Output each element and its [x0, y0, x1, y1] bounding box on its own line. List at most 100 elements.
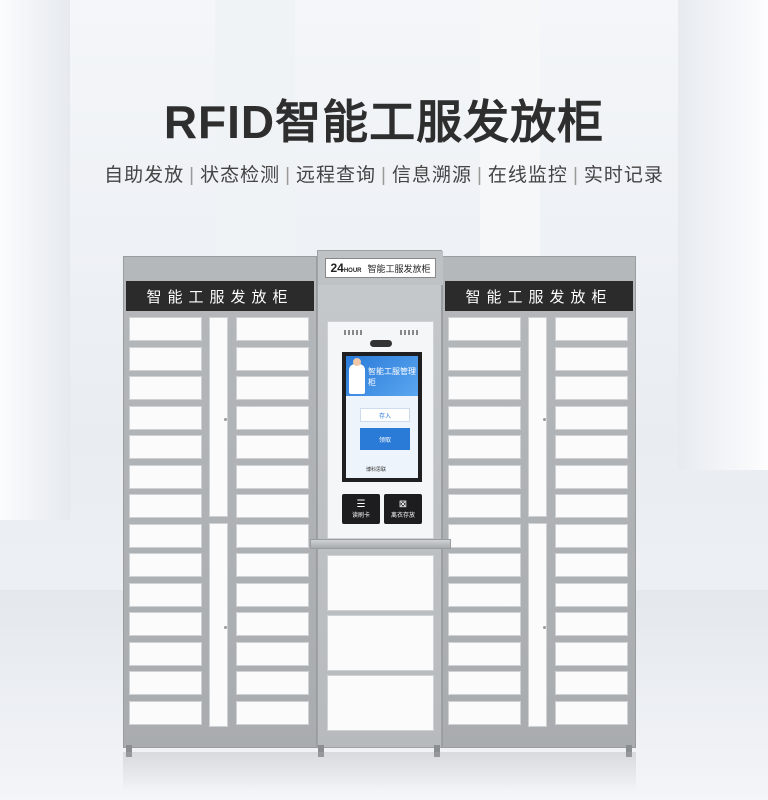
locker-door[interactable] — [236, 612, 309, 636]
locker-door[interactable] — [129, 583, 202, 607]
locker-door[interactable] — [448, 524, 521, 548]
feature-item: 实时记录 — [583, 165, 664, 186]
locker-door[interactable] — [555, 494, 628, 518]
locker-strip-door[interactable] — [528, 523, 547, 727]
locker-door[interactable] — [236, 494, 309, 518]
locker-door[interactable] — [448, 435, 521, 459]
cabinet-center: 24HOUR 智能工服发放柜 智能工服管理柜 存入 领取 博科思联 ☰ 读刷卡 … — [310, 250, 451, 748]
cabinet-header: 智能工服发放柜 — [445, 281, 633, 311]
locker-door[interactable] — [129, 524, 202, 548]
cabinet-foot — [626, 745, 632, 757]
locker-door[interactable] — [448, 642, 521, 666]
cabinet-left: 智能工服发放柜 — [123, 256, 317, 748]
background-column — [480, 0, 540, 300]
control-panel: 智能工服管理柜 存入 领取 博科思联 ☰ 读刷卡 ⊠ 离衣存放 — [327, 321, 434, 539]
locker-door[interactable] — [448, 583, 521, 607]
center-top-sign: 24HOUR 智能工服发放柜 — [318, 251, 443, 285]
locker-door[interactable] — [129, 553, 202, 577]
locker-door[interactable] — [236, 347, 309, 371]
locker-door[interactable] — [236, 465, 309, 489]
locker-door[interactable] — [129, 494, 202, 518]
touch-screen[interactable]: 智能工服管理柜 存入 领取 博科思联 — [342, 352, 422, 482]
collect-button[interactable]: 领取 — [360, 428, 410, 450]
cabinet-foot — [126, 745, 132, 757]
feature-item: 信息溯源 — [391, 165, 472, 186]
locker-door[interactable] — [448, 612, 521, 636]
locker-door[interactable] — [129, 465, 202, 489]
locker-door[interactable] — [555, 701, 628, 725]
locker-door[interactable] — [555, 583, 628, 607]
door-knob — [543, 626, 546, 629]
separator: | — [189, 165, 196, 186]
locker-door[interactable] — [129, 376, 202, 400]
cabinet-header: 智能工服发放柜 — [126, 281, 314, 311]
cabinet-foot — [318, 745, 324, 757]
feature-item: 自助发放 — [104, 165, 185, 186]
floor-reflection — [123, 752, 636, 792]
locker-door[interactable] — [129, 347, 202, 371]
large-locker-door[interactable] — [327, 615, 434, 671]
locker-door[interactable] — [555, 347, 628, 371]
locker-door[interactable] — [448, 494, 521, 518]
locker-door[interactable] — [448, 671, 521, 695]
large-locker-door[interactable] — [327, 675, 434, 731]
locker-door[interactable] — [236, 435, 309, 459]
cabinet-foot — [434, 745, 440, 757]
locker-door[interactable] — [448, 376, 521, 400]
hour-unit: HOUR — [343, 268, 362, 274]
locker-door[interactable] — [236, 701, 309, 725]
feature-item: 远程查询 — [296, 165, 377, 186]
locker-door[interactable] — [129, 317, 202, 341]
locker-door[interactable] — [129, 642, 202, 666]
card-reader[interactable]: ☰ 读刷卡 — [342, 494, 380, 524]
locker-door[interactable] — [555, 406, 628, 430]
locker-door[interactable] — [236, 406, 309, 430]
large-locker-door[interactable] — [327, 555, 434, 611]
locker-door[interactable] — [129, 701, 202, 725]
locker-door[interactable] — [555, 524, 628, 548]
background-wall-left — [0, 0, 70, 520]
locker-strip-door[interactable] — [209, 523, 228, 727]
locker-door[interactable] — [448, 701, 521, 725]
locker-door[interactable] — [236, 583, 309, 607]
deposit-button[interactable]: 存入 — [360, 408, 410, 422]
card-reader-icon: ☰ — [356, 498, 366, 510]
locker-door[interactable] — [448, 317, 521, 341]
locker-door[interactable] — [448, 553, 521, 577]
locker-strip-door[interactable] — [209, 317, 228, 517]
locker-door[interactable] — [129, 406, 202, 430]
locker-door[interactable] — [129, 612, 202, 636]
return-slot[interactable]: ⊠ 离衣存放 — [384, 494, 422, 524]
locker-door[interactable] — [129, 435, 202, 459]
locker-door[interactable] — [555, 612, 628, 636]
locker-door[interactable] — [236, 671, 309, 695]
screen-logo: 博科思联 — [366, 467, 387, 473]
locker-door[interactable] — [555, 465, 628, 489]
door-knob — [543, 418, 546, 421]
return-slot-icon: ⊠ — [398, 498, 408, 510]
locker-door[interactable] — [129, 671, 202, 695]
locker-door[interactable] — [236, 642, 309, 666]
separator: | — [381, 165, 387, 186]
return-slot-label: 离衣存放 — [390, 512, 415, 519]
locker-door[interactable] — [555, 376, 628, 400]
locker-door[interactable] — [555, 317, 628, 341]
card-reader-label: 读刷卡 — [351, 512, 370, 519]
locker-door[interactable] — [555, 671, 628, 695]
locker-door[interactable] — [236, 376, 309, 400]
locker-strip-door[interactable] — [528, 317, 547, 517]
doctor-icon — [349, 358, 365, 394]
separator: | — [476, 165, 483, 186]
locker-door[interactable] — [448, 347, 521, 371]
screen-header: 智能工服管理柜 — [346, 356, 418, 396]
locker-door[interactable] — [236, 524, 309, 548]
locker-door[interactable] — [555, 553, 628, 577]
center-label: 24HOUR 智能工服发放柜 — [325, 258, 436, 278]
locker-door[interactable] — [236, 317, 309, 341]
locker-door[interactable] — [555, 642, 628, 666]
locker-door[interactable] — [236, 553, 309, 577]
background-wall-right — [678, 0, 768, 470]
locker-door[interactable] — [555, 435, 628, 459]
locker-door[interactable] — [448, 406, 521, 430]
locker-door[interactable] — [448, 465, 521, 489]
